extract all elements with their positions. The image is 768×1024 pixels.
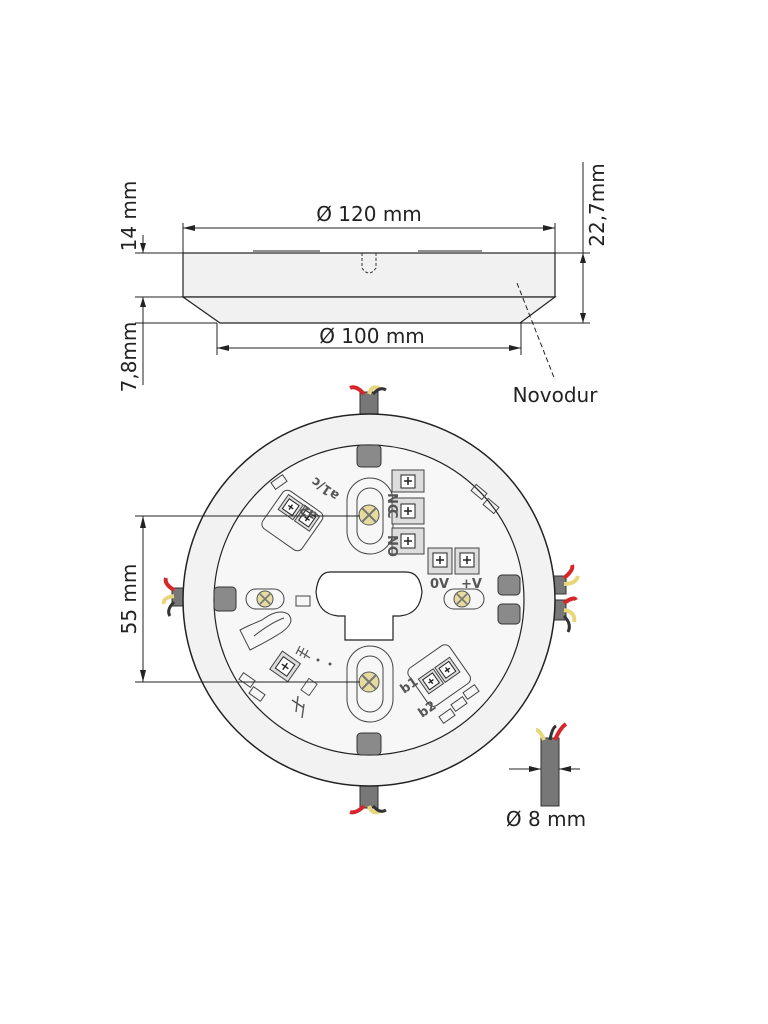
component-symbol <box>291 695 305 719</box>
outer-diameter-label: Ø 120 mm <box>316 202 422 226</box>
inner-diameter-label: Ø 100 mm <box>319 324 425 348</box>
wire-bottom <box>349 779 387 815</box>
side-view-upper-body <box>182 252 556 298</box>
screw-left <box>256 590 274 608</box>
terminal-label-c: C <box>384 509 399 519</box>
side-view: Ø 120 mm Ø 100 mm 14 mm 7,8mm 22,7mm Nov… <box>117 162 609 407</box>
screw-lower <box>358 671 380 693</box>
screw-right <box>453 590 471 608</box>
cable-detail: Ø 8 mm <box>506 722 586 831</box>
power-terminal-block: 0V +V <box>427 547 482 592</box>
material-leader <box>516 282 556 381</box>
a-terminal-block <box>261 489 324 552</box>
wire-right-lower <box>549 596 578 633</box>
keyhole-opening <box>315 571 423 641</box>
terminal-label-0v: 0V <box>430 577 449 592</box>
total-height-label: 22,7mm <box>585 163 609 247</box>
terminal-label-no: NO <box>384 535 399 557</box>
relay-terminal-block: NC C NO <box>384 469 425 557</box>
height-lower-label: 7,8mm <box>117 322 141 393</box>
spacing-label: 55 mm <box>117 564 141 635</box>
latch-clip <box>239 611 292 651</box>
cable-diameter-label: Ø 8 mm <box>506 807 586 831</box>
material-label: Novodur <box>513 383 599 407</box>
terminal-label-nc: NC <box>384 493 399 513</box>
ground-symbol <box>295 645 311 659</box>
wire-top <box>349 385 387 421</box>
lower-screw-slot <box>346 645 394 723</box>
screw-upper <box>358 504 380 526</box>
ground-terminal <box>269 650 302 683</box>
side-view-lower-body <box>181 296 557 324</box>
side-view-hidden-slot <box>361 253 377 274</box>
cable-body <box>540 737 560 807</box>
b-terminal-block <box>407 644 471 707</box>
terminal-label-plusv: +V <box>461 577 482 592</box>
top-view: NC C NO 0V +V a2 a1/c <box>117 385 580 815</box>
height-upper-label: 14 mm <box>117 181 141 252</box>
